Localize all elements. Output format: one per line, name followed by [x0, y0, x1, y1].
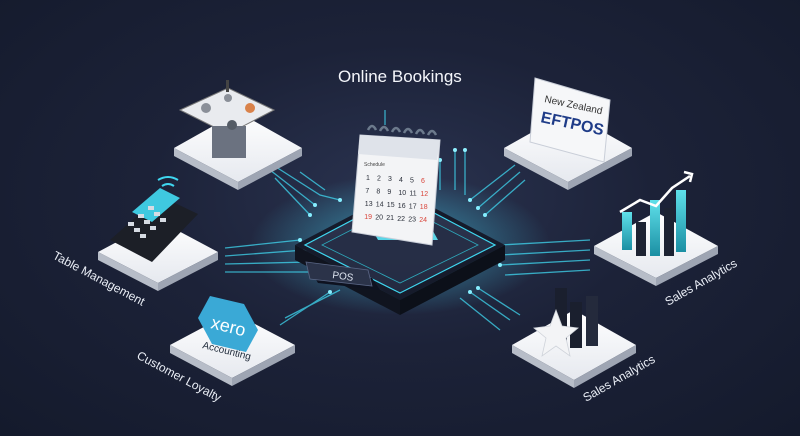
analytics-star-tile — [512, 288, 636, 388]
calendar-day: 24 — [419, 217, 427, 224]
calendar-day: 11 — [409, 190, 416, 197]
calendar-day: 3 — [388, 176, 392, 183]
calendar-day: 5 — [410, 177, 414, 184]
calendar-day: 23 — [408, 216, 416, 223]
calendar-day: 13 — [365, 201, 373, 208]
bar-chart-tile — [594, 170, 718, 286]
calendar-day: 12 — [420, 191, 428, 198]
calendar-day: 9 — [387, 189, 391, 196]
calendar-day: 18 — [420, 204, 428, 211]
calendar-day: 10 — [398, 190, 406, 197]
pos-card — [305, 261, 380, 290]
calendar-day: 16 — [398, 203, 406, 210]
calendar-day: 19 — [364, 214, 372, 221]
online-bookings-label: Online Bookings — [338, 67, 462, 86]
card-terminal-tile — [98, 176, 218, 291]
pos-label: POS — [332, 270, 355, 284]
calendar-day: 20 — [375, 215, 383, 222]
calendar-month: Schedule — [364, 162, 385, 168]
calendar-icon — [351, 124, 441, 246]
calendar-day: 8 — [376, 189, 380, 196]
calendar-day: 22 — [397, 216, 405, 223]
table-map-tile — [174, 80, 302, 190]
eftpos-tile — [504, 77, 632, 190]
calendar-day: 2 — [377, 176, 381, 183]
xero-tile — [170, 296, 295, 386]
calendar-day: 17 — [409, 203, 417, 210]
calendar-day: 7 — [365, 188, 369, 195]
calendar-day: 6 — [421, 178, 425, 185]
calendar-day: 15 — [387, 202, 395, 209]
calendar-day: 4 — [399, 177, 403, 184]
calendar-day: 1 — [366, 175, 370, 182]
calendar-day: 14 — [376, 202, 384, 209]
calendar-day: 21 — [386, 215, 394, 222]
